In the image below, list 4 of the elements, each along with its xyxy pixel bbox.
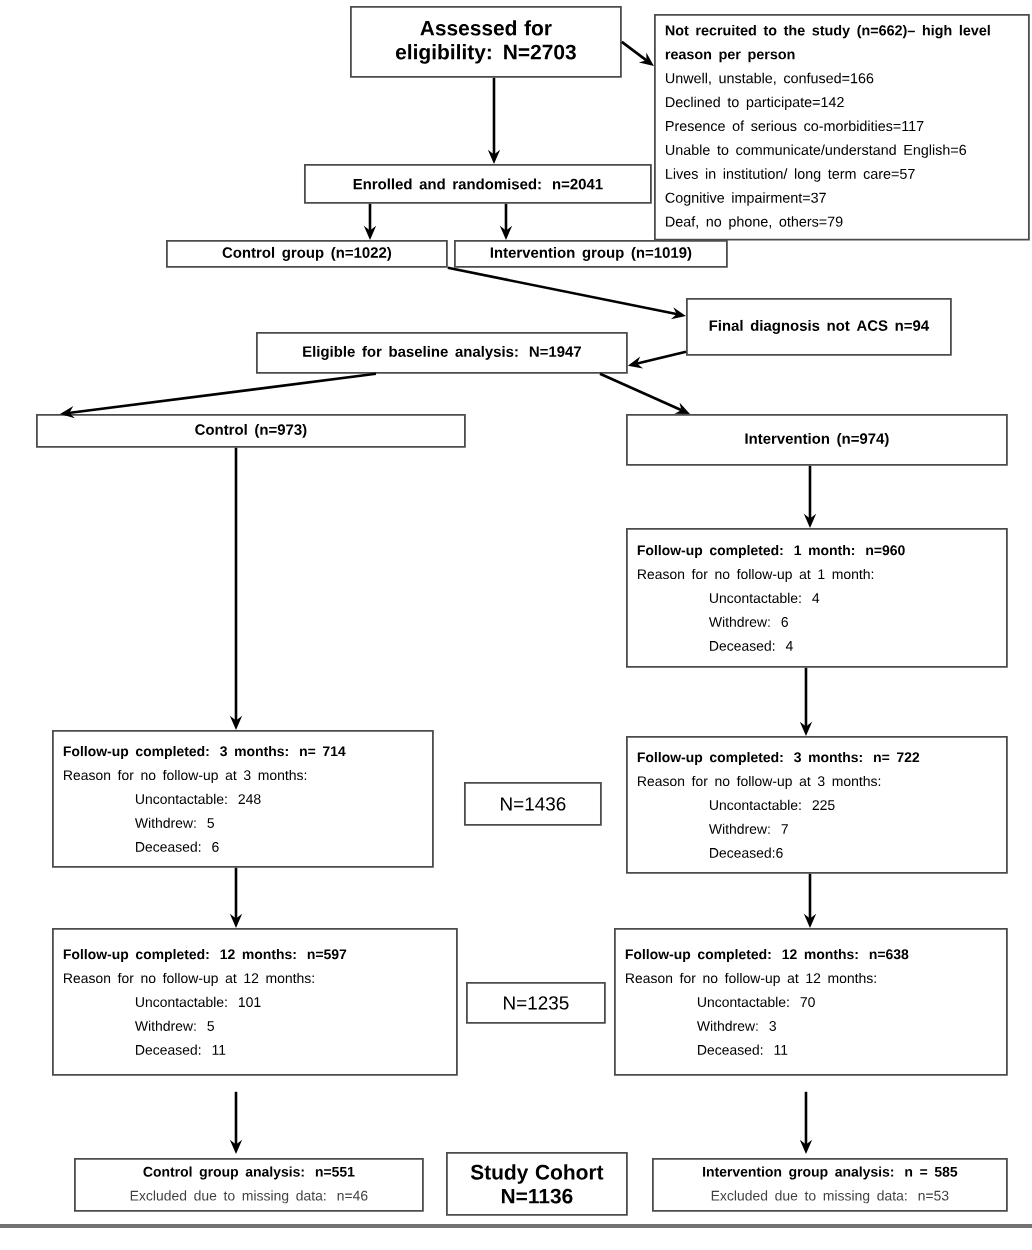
total-box: Study Cohort N=1136 [446,1152,628,1216]
total-box: N=1235 [466,982,606,1024]
total-box: N=1436 [464,782,602,826]
process-box: Assessed for eligibility: N=2703 [350,6,622,78]
